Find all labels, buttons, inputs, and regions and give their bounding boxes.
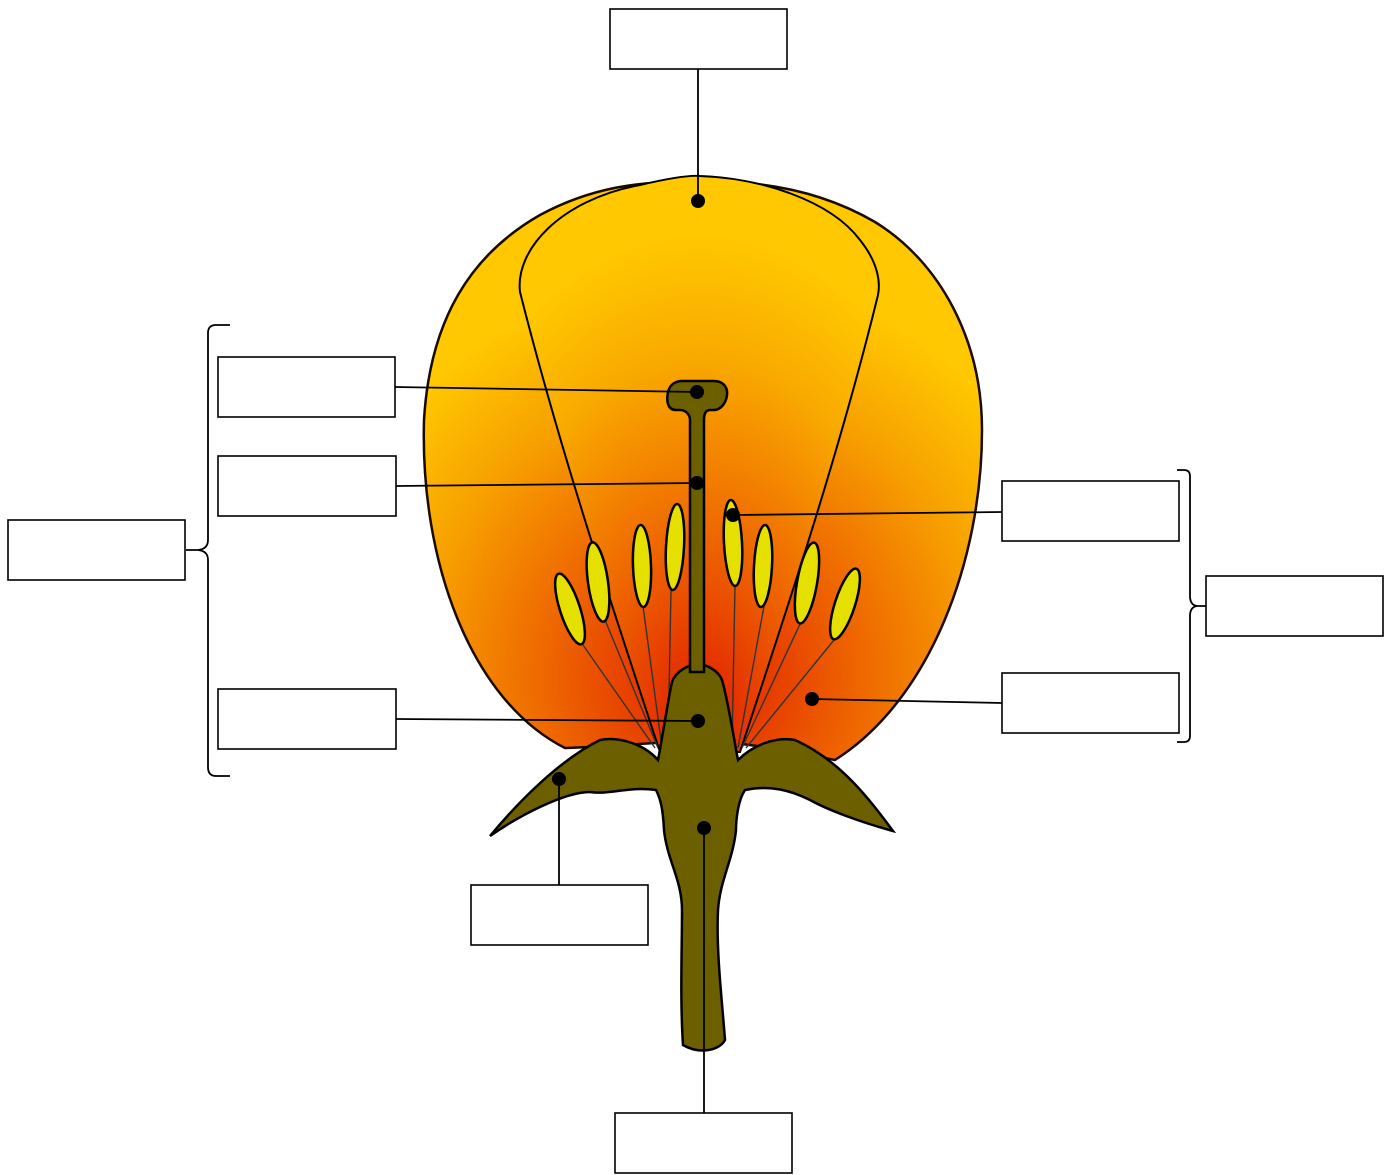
dot-ovary — [691, 714, 705, 728]
label-sepal-box[interactable] — [471, 885, 648, 945]
dot-sepal — [552, 772, 566, 786]
label-carpel-box[interactable] — [8, 520, 185, 580]
dot-stem — [697, 821, 711, 835]
label-stem-box[interactable] — [615, 1113, 792, 1173]
dot-style — [690, 476, 704, 490]
label-anther-box[interactable] — [1002, 481, 1179, 541]
label-petal-box[interactable] — [610, 9, 787, 69]
dot-filament — [805, 692, 819, 706]
stamen-bracket — [1177, 470, 1206, 742]
dot-anther — [726, 508, 740, 522]
label-stigma-box[interactable] — [218, 357, 395, 417]
dot-stigma — [690, 385, 704, 399]
label-style-box[interactable] — [218, 456, 396, 516]
dot-petal — [691, 194, 705, 208]
label-filament-box[interactable] — [1002, 673, 1179, 733]
label-stamen-box[interactable] — [1206, 576, 1383, 636]
label-ovary-box[interactable] — [218, 689, 396, 749]
